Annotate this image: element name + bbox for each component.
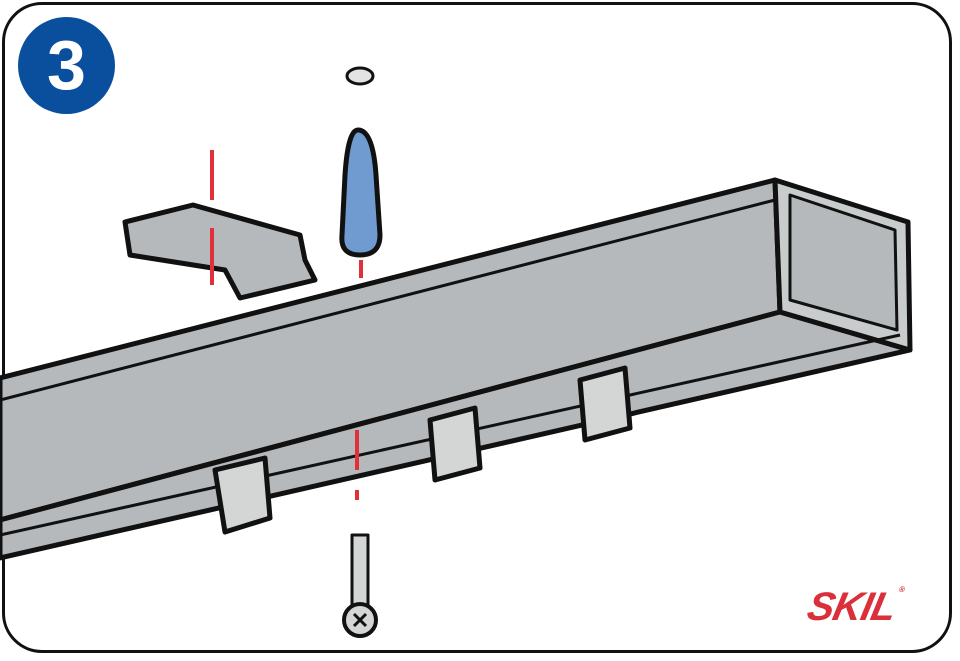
screw-shaft (350, 533, 370, 607)
plug-cap (345, 66, 375, 86)
mounting-clip (122, 202, 318, 301)
rail-upper-groove (0, 198, 776, 402)
glider (577, 365, 633, 443)
skil-logo: SKIL® (803, 585, 904, 630)
step-number-badge: 3 (18, 17, 115, 114)
brand-name: SKIL (803, 585, 900, 629)
wall-plug (339, 127, 383, 258)
glider (212, 455, 273, 535)
illustration-frame (2, 2, 952, 653)
alignment-guides (210, 150, 363, 500)
glider (427, 405, 483, 483)
rail-end-channel (788, 193, 899, 332)
phillips-cross-icon (352, 612, 368, 628)
